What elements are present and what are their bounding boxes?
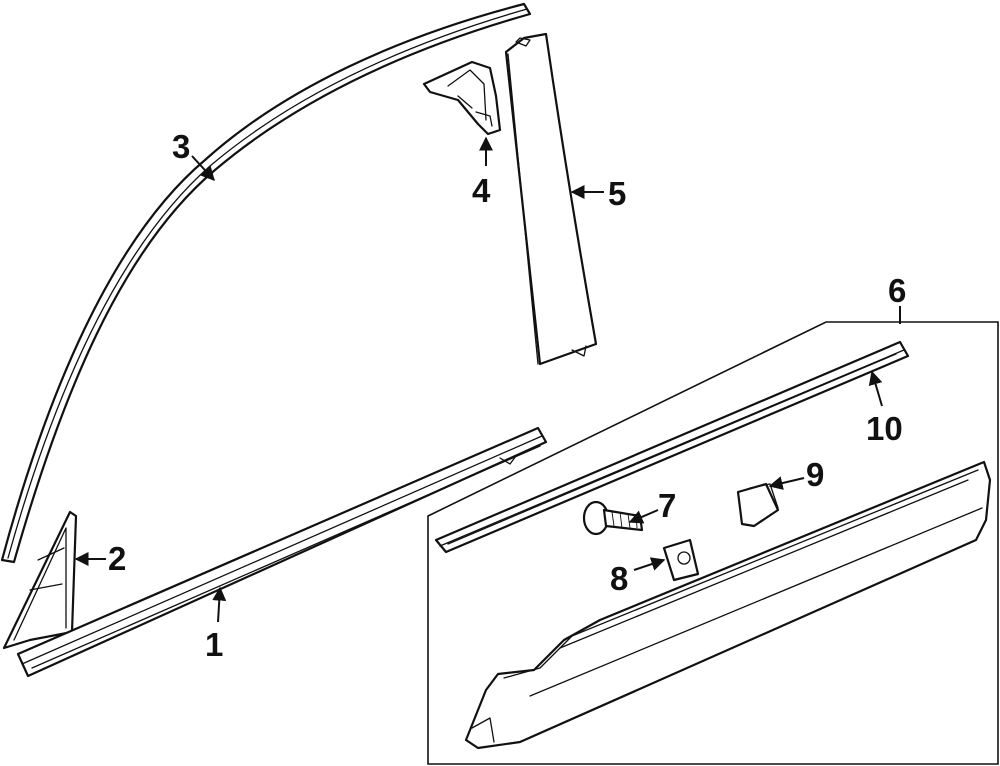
callout-7: 7: [658, 487, 676, 524]
leader-10: [868, 370, 883, 407]
callout-5: 5: [608, 175, 626, 212]
group-6-box: [427, 321, 999, 765]
callout-1: 1: [205, 626, 223, 663]
callout-4: 4: [472, 172, 491, 209]
part-4-bracket: [422, 60, 502, 136]
part-9-cap: [736, 482, 780, 528]
callout-10: 10: [866, 410, 903, 447]
part-1-belt-molding: [16, 426, 548, 678]
leader-1: [212, 586, 227, 623]
part-5-pillar-applique: [504, 32, 598, 366]
part-8-clip: [662, 538, 700, 582]
callout-8: 8: [610, 560, 628, 597]
part-2-corner-patch: [2, 510, 78, 650]
callout-6: 6: [888, 272, 906, 309]
rocker-molding: [464, 460, 992, 750]
leader-8: [633, 557, 666, 571]
callout-3: 3: [172, 128, 190, 165]
leader-7: [628, 509, 659, 524]
callout-2: 2: [108, 540, 126, 577]
callout-9: 9: [806, 456, 824, 493]
part-10-molding-strip: [434, 340, 910, 554]
leader-9: [768, 476, 805, 490]
leader-3: [191, 155, 215, 182]
part-7-bolt: [582, 500, 644, 536]
